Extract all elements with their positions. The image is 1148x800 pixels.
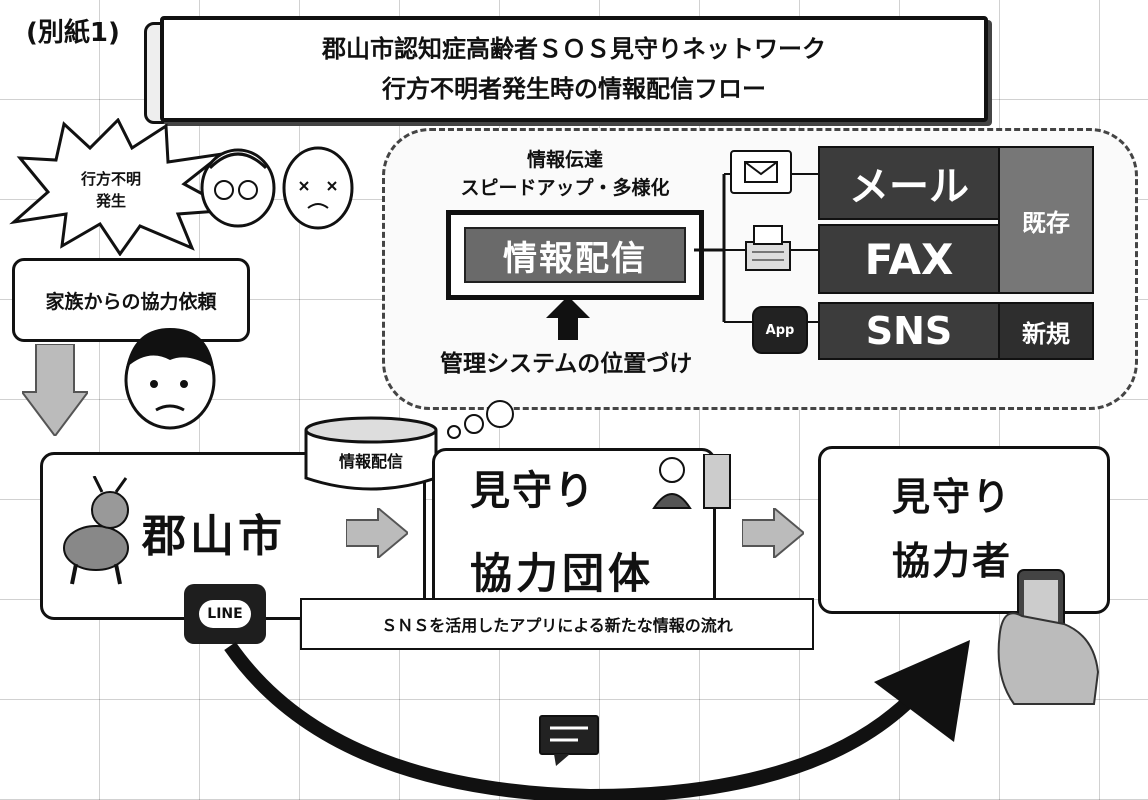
city-label: 郡山市 — [142, 511, 286, 562]
info-delivery-box: 情報配信 — [446, 210, 704, 300]
mail-channel: メール — [818, 146, 1000, 220]
down-arrow-icon — [22, 344, 88, 436]
info-delivery-label: 情報配信 — [464, 227, 686, 283]
worried-person-icon — [124, 328, 216, 430]
line-icon-label: LINE — [199, 600, 251, 628]
info-heading-line-2: スピードアップ・多様化 — [460, 177, 670, 199]
office-worker-icon — [652, 454, 731, 509]
line-app-icon: LINE — [184, 584, 266, 644]
thought-bubbles — [447, 400, 514, 439]
support-group-line-1: 見守り — [470, 468, 596, 514]
title-banner: 郡山市認知症高齢者ＳＯＳ見守りネットワーク 行方不明者発生時の情報配信フロー — [160, 16, 988, 122]
title-line-1: 郡山市認知症高齢者ＳＯＳ見守りネットワーク — [322, 35, 826, 63]
missing-burst-line-2: 発生 — [95, 192, 126, 210]
city-mascot-icon — [63, 476, 129, 585]
elderly-faces-icon — [200, 146, 354, 230]
app-icon: App — [752, 306, 808, 354]
database-label: 情報配信 — [338, 452, 403, 471]
sns-flow-banner: ＳＮＳを活用したアプリによる新たな情報の流れ — [300, 598, 814, 650]
family-request-box: 家族からの協力依頼 — [12, 258, 250, 342]
title-line-2: 行方不明者発生時の情報配信フロー — [382, 75, 766, 103]
new-channel-label: 新規 — [998, 302, 1094, 360]
database-icon — [304, 416, 438, 491]
smartphone-icon — [997, 569, 1100, 705]
missing-burst-text: 行方不明 発生 — [66, 168, 156, 212]
attachment-label: (別紙1) — [26, 18, 120, 48]
up-arrow-icon — [546, 296, 590, 340]
sns-flow-curved-arrow — [224, 640, 970, 800]
support-group-line-2: 協力団体 — [470, 549, 655, 598]
existing-channels-label: 既存 — [998, 146, 1094, 294]
right-arrow-icon — [742, 508, 804, 558]
volunteer-line-1: 見守り — [892, 475, 1013, 519]
missing-burst-line-1: 行方不明 — [80, 170, 141, 188]
envelope-icon — [730, 150, 792, 194]
fax-channel: FAX — [818, 224, 1000, 294]
right-arrow-icon — [346, 508, 408, 558]
volunteer-line-2: 協力者 — [892, 539, 1013, 583]
info-delivery-heading: 情報伝達 スピードアップ・多様化 — [440, 146, 690, 202]
info-heading-line-1: 情報伝達 — [526, 149, 603, 171]
management-system-label: 管理システムの位置づけ — [440, 351, 693, 377]
sns-channel: SNS — [818, 302, 1000, 360]
chat-icon — [539, 715, 599, 766]
fax-machine-icon — [740, 222, 796, 276]
